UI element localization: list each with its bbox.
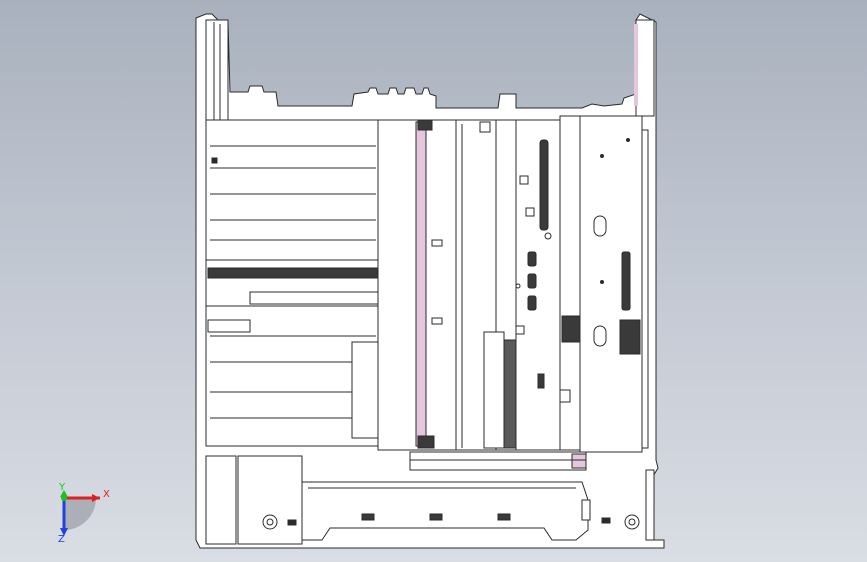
bottom-accent-pink [571,453,587,469]
upper-left-panel [205,119,379,261]
middle-guide-accent [415,121,427,447]
triad-origin-icon [61,495,67,501]
oval-slot [593,325,607,347]
bottom-left-plate [205,455,237,545]
label-slot [207,319,251,333]
bottom-tab [581,499,591,521]
oval-slot [593,215,607,237]
right-lower-edge [645,469,655,541]
right-side-rail-accent [634,24,638,106]
rail-slot [483,331,505,449]
right-side-rail [635,19,655,117]
guide-tab [431,317,443,325]
bottom-accent-strip [409,451,587,471]
panel-dot [626,138,630,142]
column-panel [515,119,561,451]
bottom-slot [361,513,375,521]
z-axis-label: Z [58,534,65,545]
column-hole [527,273,537,289]
triad-shadow [64,498,96,530]
column-clip [525,207,535,217]
column-hole [527,295,537,311]
guide-tab [431,239,443,247]
inner-rail-clip [479,121,491,133]
panel-dot [600,154,604,158]
coordinate-triad: X Y Z [58,482,110,545]
mount-hole-inner [266,518,274,526]
y-axis-label: Y [58,482,66,493]
left-side-rail [205,19,229,129]
panel-dot [600,280,604,284]
guide-latch-bottom [417,435,435,449]
column-slot-long [539,139,549,231]
bottom-cutout [301,481,589,541]
small-slot [601,517,611,524]
right-edge-accent [641,129,649,449]
lower-inner-block [351,341,379,439]
bottom-slot [497,513,511,521]
dark-pad [619,319,641,355]
column-hole [527,251,537,267]
column-pin [515,283,521,289]
x-axis-arrow-icon [64,494,100,502]
cad-model-tray-assembly[interactable] [195,13,665,549]
right-main-panel [579,115,643,453]
column-clip [519,175,529,185]
column-clip [515,325,525,335]
long-slot [621,251,631,311]
bottom-left-inner [237,455,303,545]
small-mark [211,157,218,164]
right-inner-rail-block [561,315,581,343]
x-axis-label: X [103,489,110,500]
guide-latch-top [417,119,433,131]
column-pin [544,232,552,240]
column-clip [537,373,545,389]
mount-hole-inner [628,518,636,526]
right-inner-rail-clip [559,389,571,403]
bottom-slot [429,513,443,521]
small-slot [287,519,297,526]
z-axis-arrow-icon [60,498,68,536]
